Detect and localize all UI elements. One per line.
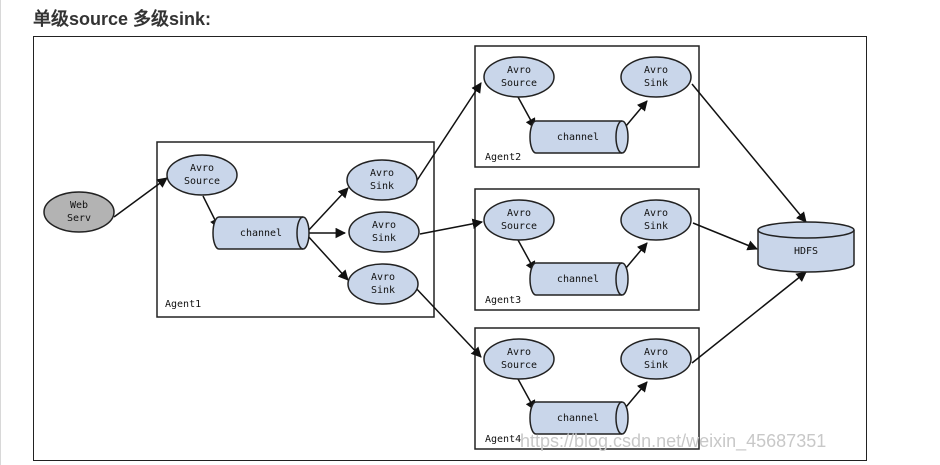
webserv-node: [43, 191, 115, 233]
agent3-box: [474, 188, 700, 311]
edge-agent2-to-hdfs: [691, 83, 807, 223]
agent4-source-node: [483, 338, 555, 380]
agent2-channel-label: channel: [557, 132, 599, 143]
edge-agent3-to-hdfs: [692, 222, 758, 251]
agent1-channel-label: channel: [240, 228, 282, 239]
page-heading: 单级source 多级sink:: [33, 9, 212, 29]
agent2-label: Agent2: [485, 152, 521, 163]
agent1-sink1-label-line1: Avro: [370, 168, 394, 179]
agent3-source-label-line1: Avro: [507, 208, 531, 219]
agent1-label: Agent1: [165, 299, 201, 310]
edge-channel1-to-sink3: [306, 234, 349, 281]
agent2-sink-node: [620, 56, 692, 98]
agent2-sink-label-line1: Avro: [644, 65, 668, 76]
agent1-sink3-label-line1: Avro: [371, 272, 395, 283]
agent1-sink1-node: [346, 159, 418, 201]
agent1-box: [156, 141, 435, 318]
edge-channel1-to-sink1: [306, 187, 349, 233]
edge-sink3-to-agent4: [412, 284, 482, 358]
webserv-label-line1: Web: [70, 200, 88, 211]
edge-channel4-to-sink4: [625, 381, 648, 408]
agent4-channel-node: [529, 401, 629, 435]
agent4-sink-label-line2: Sink: [644, 360, 668, 371]
agent4-channel-label: channel: [557, 413, 599, 424]
agent1-sink2-node: [348, 211, 420, 253]
agent4-label: Agent4: [485, 434, 521, 445]
left-page-rule: [0, 0, 1, 465]
agent4-source-label-line2: Source: [501, 360, 537, 371]
edge-sink2-to-agent3: [419, 218, 484, 235]
edge-channel2-to-sink2: [625, 100, 648, 127]
edge-source2-to-channel2: [517, 96, 536, 129]
agent3-label: Agent3: [485, 295, 521, 306]
agent4-box: [474, 327, 700, 450]
agent3-sink-label-line2: Sink: [644, 221, 668, 232]
edge-webserv-to-source: [113, 177, 168, 218]
agent1-source-label-line2: Source: [184, 176, 220, 187]
agent1-sink3-node: [347, 263, 419, 305]
agent4-sink-node: [620, 338, 692, 380]
diagram-frame: [33, 36, 867, 461]
agent2-channel-node: [529, 120, 629, 154]
agent3-source-label-line2: Source: [501, 221, 537, 232]
agent2-box: [474, 45, 700, 168]
agent2-source-node: [483, 56, 555, 98]
agent3-sink-node: [620, 199, 692, 241]
watermark: https://blog.csdn.net/weixin_45687351: [520, 431, 826, 452]
agent4-sink-label-line1: Avro: [644, 347, 668, 358]
agent1-sink2-label-line2: Sink: [372, 233, 396, 244]
agent2-source-label-line2: Source: [501, 78, 537, 89]
webserv-label-line2: Serv: [67, 213, 91, 224]
hdfs-label: HDFS: [794, 246, 818, 257]
agent2-sink-label-line2: Sink: [644, 78, 668, 89]
agent3-source-node: [483, 199, 555, 241]
agent4-source-label-line1: Avro: [507, 347, 531, 358]
agent1-sink1-label-line2: Sink: [370, 181, 394, 192]
edge-agent4-to-hdfs: [691, 271, 807, 364]
agent2-source-label-line1: Avro: [507, 65, 531, 76]
hdfs-node: [757, 221, 855, 273]
agent1-sink2-label-line1: Avro: [372, 220, 396, 231]
edge-channel3-to-sink3: [625, 242, 648, 269]
edge-sink1-to-agent2: [411, 82, 482, 189]
agent3-sink-label-line1: Avro: [644, 208, 668, 219]
agent3-channel-node: [529, 262, 629, 296]
agent1-channel-node: [212, 216, 310, 250]
agent3-channel-label: channel: [557, 274, 599, 285]
agent1-source-label-line1: Avro: [190, 163, 214, 174]
agent1-source-node: [166, 154, 238, 196]
agent1-sink3-label-line2: Sink: [371, 285, 395, 296]
